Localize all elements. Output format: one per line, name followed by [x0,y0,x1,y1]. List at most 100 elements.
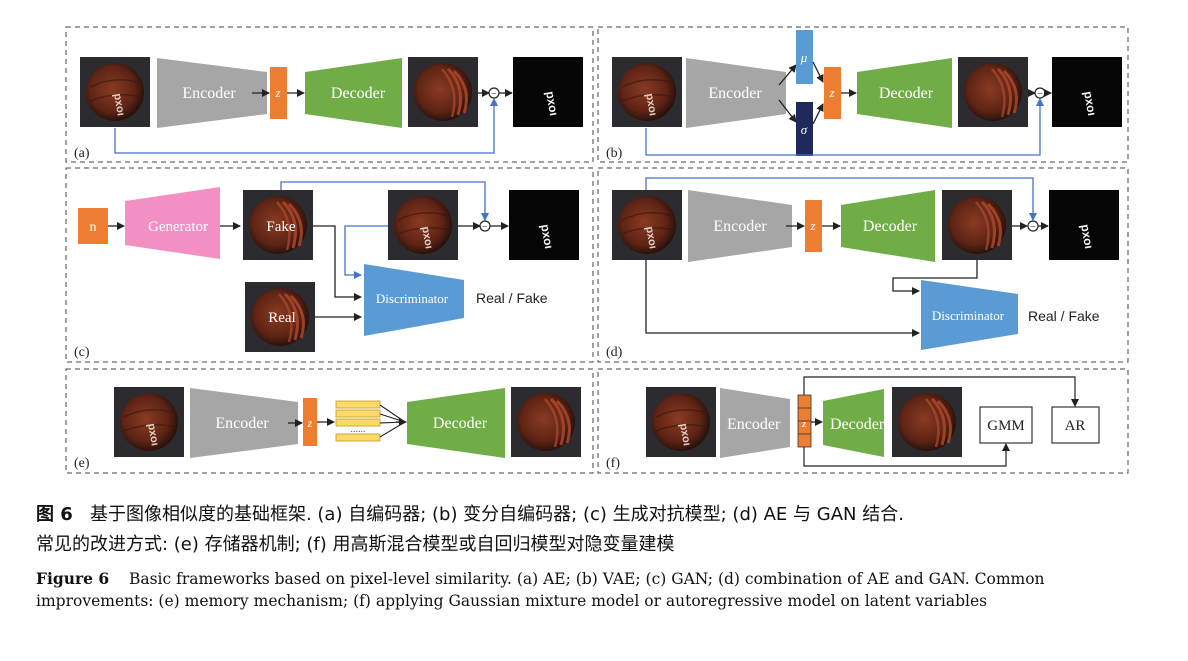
panel-d-frame [597,167,1129,363]
panel-b: pxoı Encoder μ σ z Decoder − pxoı [611,30,1122,156]
panel-e: pxoı Encoder z ...... Decoder [113,385,583,459]
reconstruction-image-d [940,188,1014,262]
panel-c: n Generator Fake pxoı − pxoı Real Discri… [78,181,579,354]
residual-mark-b: pxoı [1081,90,1099,117]
discriminator-label-c: Discriminator [376,291,449,306]
panel-a: pxoı Encoder z Decoder − pxoı [79,55,583,154]
caption-english: Figure 6 Basic frameworks based on pixel… [36,568,1166,612]
latent-to-gmm [803,443,1010,467]
ar-label: AR [1065,418,1086,434]
residual-mark-a: pxoı [543,90,561,117]
fake-label: Fake [266,219,296,235]
encoder-label-b: Encoder [708,85,762,102]
discriminator-c [364,264,464,336]
panel-frames [65,26,1129,474]
caption-english-text: Basic frameworks based on pixel-level si… [36,570,1045,610]
residual-mark-d: pxoı [1078,223,1096,250]
decoder-f [823,389,884,457]
panel-f-frame [597,368,1129,474]
defect-mark-a: pxoı [111,92,127,116]
latent-z-label-e: z [307,416,313,430]
target-to-discriminator [344,225,388,279]
residual-map-a [513,57,583,127]
residual-map-d [1049,190,1119,260]
latent-z-label-b: z [828,85,834,100]
memory-bank [335,400,381,442]
encoder-b [686,58,786,128]
decoder-label-d: Decoder [863,218,918,235]
memory-slot-last [335,433,381,442]
panel-label-b: (b) [606,146,623,161]
skip-connection-d [645,177,1037,221]
decoder-label-b: Decoder [879,85,934,102]
ar-box [1051,406,1100,444]
defect-mark-d: pxoı [643,225,659,249]
skip-connection-b [645,98,1044,156]
sigma-label: σ [801,122,808,137]
mu-vector [796,30,813,84]
encoder-label-a: Encoder [182,85,236,102]
defect-mark-b: pxoı [643,92,659,116]
decoder-a [305,58,402,128]
noise-label: n [90,220,97,235]
memory-ellipsis: ...... [350,424,365,434]
discriminator-d [921,280,1018,350]
latent-z-d [805,200,822,252]
residual-mark-c: pxoı [538,223,556,250]
decoder-e [407,388,505,458]
real-fake-output-d: Real / Fake [1028,308,1100,324]
panel-c-frame [65,167,594,363]
panel-labels: (a) (b) (c) (d) (e) (f) [74,146,623,471]
latent-z-label-f: z [801,418,807,430]
mu-label: μ [800,50,808,65]
latent-z-b [824,67,841,119]
fake-to-target [280,181,489,221]
decoder-d [841,190,935,262]
latent-to-ar [803,376,1079,407]
panel-e-frame [65,368,594,474]
encoder-f [720,388,790,458]
noise-box [78,208,108,244]
decoder-label-f: Decoder [830,416,885,433]
subtract-sign-c: − [482,222,488,233]
memory-slot-2 [335,409,381,418]
reconstruction-image-e [509,385,583,459]
generator [125,187,220,259]
encoder-label-d: Encoder [713,218,767,235]
panel-label-e: (e) [74,456,90,471]
caption-chinese-text1: 基于图像相似度的基础框架. (a) 自编码器; (b) 变分自编码器; (c) … [89,504,904,525]
generator-label: Generator [148,219,208,235]
panel-a-frame [65,26,594,163]
subtract-sign-d: − [1030,222,1036,233]
fake-to-discriminator [313,225,362,301]
real-label: Real [268,310,296,326]
reconstruction-to-discriminator [892,260,978,295]
gmm-label: GMM [987,418,1025,434]
panel-label-c: (c) [74,345,90,360]
decoder-b [857,58,952,128]
panel-label-d: (d) [606,345,623,360]
panel-b-frame [597,26,1129,163]
encoder-label-f: Encoder [727,416,781,433]
encoder-e [190,388,298,458]
caption-chinese-label: 图 6 [36,504,73,525]
gmm-box [979,406,1033,444]
panel-label-f: (f) [606,456,620,471]
encoder-d [688,190,792,262]
residual-map-c [509,190,579,260]
subtract-sign-b: − [1037,89,1043,100]
input-to-discriminator [645,260,920,337]
reconstruction-image-f [890,385,964,459]
defect-mark-c: pxoı [419,225,435,249]
defect-mark-e: pxoı [145,422,161,446]
decoder-label-e: Decoder [433,415,488,432]
real-fake-output-c: Real / Fake [476,290,548,306]
discriminator-label-d: Discriminator [932,308,1005,323]
latent-z-a [270,67,287,119]
panel-label-a: (a) [74,146,90,161]
caption-chinese-line2: 常见的改进方式: (e) 存储器机制; (f) 用高斯混合模型或自回归模型对隐变… [36,534,675,555]
decoder-label-a: Decoder [331,85,386,102]
memory-slot-1 [335,400,381,409]
skip-connection-a [114,98,498,154]
latent-z-e [303,398,317,446]
